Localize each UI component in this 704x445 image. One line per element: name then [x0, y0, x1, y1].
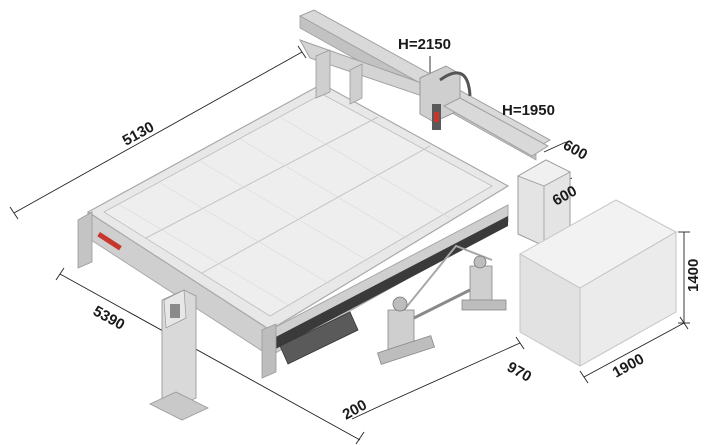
- gantry: [298, 9, 552, 161]
- label-pump-depth: 970: [504, 359, 534, 386]
- dim-line-1900: [583, 322, 685, 378]
- label-cabinet-depth: 600: [560, 137, 590, 164]
- label-table-width: 5390: [90, 303, 127, 334]
- rail-side: [442, 97, 549, 157]
- console-screen: [170, 304, 180, 318]
- dim-line-5390: [59, 273, 361, 441]
- operator-console: [149, 289, 209, 421]
- label-clearance: 200: [340, 396, 370, 423]
- plumbing-unit: [377, 244, 507, 365]
- high-pressure-pump: [518, 199, 678, 367]
- cutting-table: [77, 83, 510, 379]
- label-gantry-height: H=2150: [398, 36, 451, 53]
- dim-line-200: [351, 404, 383, 420]
- label-rail-height: H=1950: [502, 102, 555, 119]
- label-pump-height: 1400: [685, 259, 702, 292]
- dim-line-5130: [13, 51, 303, 214]
- dimension-lines: [9, 45, 690, 445]
- dim-line-600-a: [543, 141, 567, 153]
- label-pump-width: 1900: [610, 350, 647, 381]
- dim-line-970: [381, 342, 521, 406]
- brand-logo: [97, 232, 122, 251]
- label-table-length: 5130: [120, 118, 157, 149]
- control-cabinet: [517, 159, 571, 247]
